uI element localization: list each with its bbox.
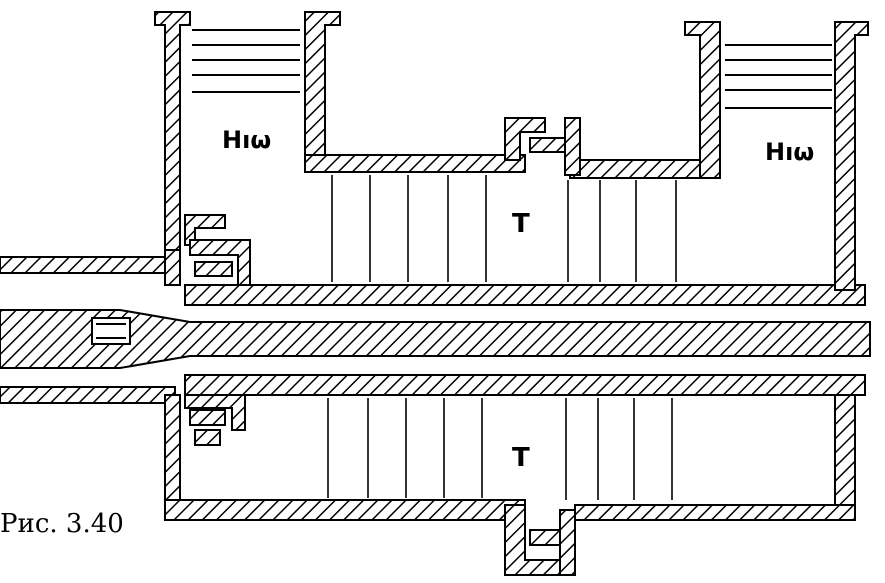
left-seal-upper (184, 214, 251, 286)
lower-tension-arrows (327, 398, 673, 500)
label-h-right: Hıω (765, 138, 814, 166)
upper-tension-arrows (331, 175, 677, 282)
lower-joint (504, 504, 576, 576)
lower-inner-tube (184, 374, 866, 396)
central-shaft (0, 309, 871, 369)
upper-joint (504, 117, 581, 176)
left-piston-plates (192, 29, 300, 93)
left-pipe-lower (0, 386, 176, 404)
upper-inner-tube (184, 284, 866, 306)
left-pipe-upper (0, 256, 176, 274)
lower-vessel-wall (164, 394, 856, 521)
right-piston-plates (725, 44, 832, 109)
shaft-coupling (91, 317, 131, 345)
left-seal-lower (184, 394, 246, 446)
label-t-top: T (512, 209, 530, 239)
label-h-left: Hıω (222, 126, 271, 154)
figure-caption: Рис. 3.40 (0, 509, 124, 539)
label-t-bottom: T (512, 443, 530, 473)
